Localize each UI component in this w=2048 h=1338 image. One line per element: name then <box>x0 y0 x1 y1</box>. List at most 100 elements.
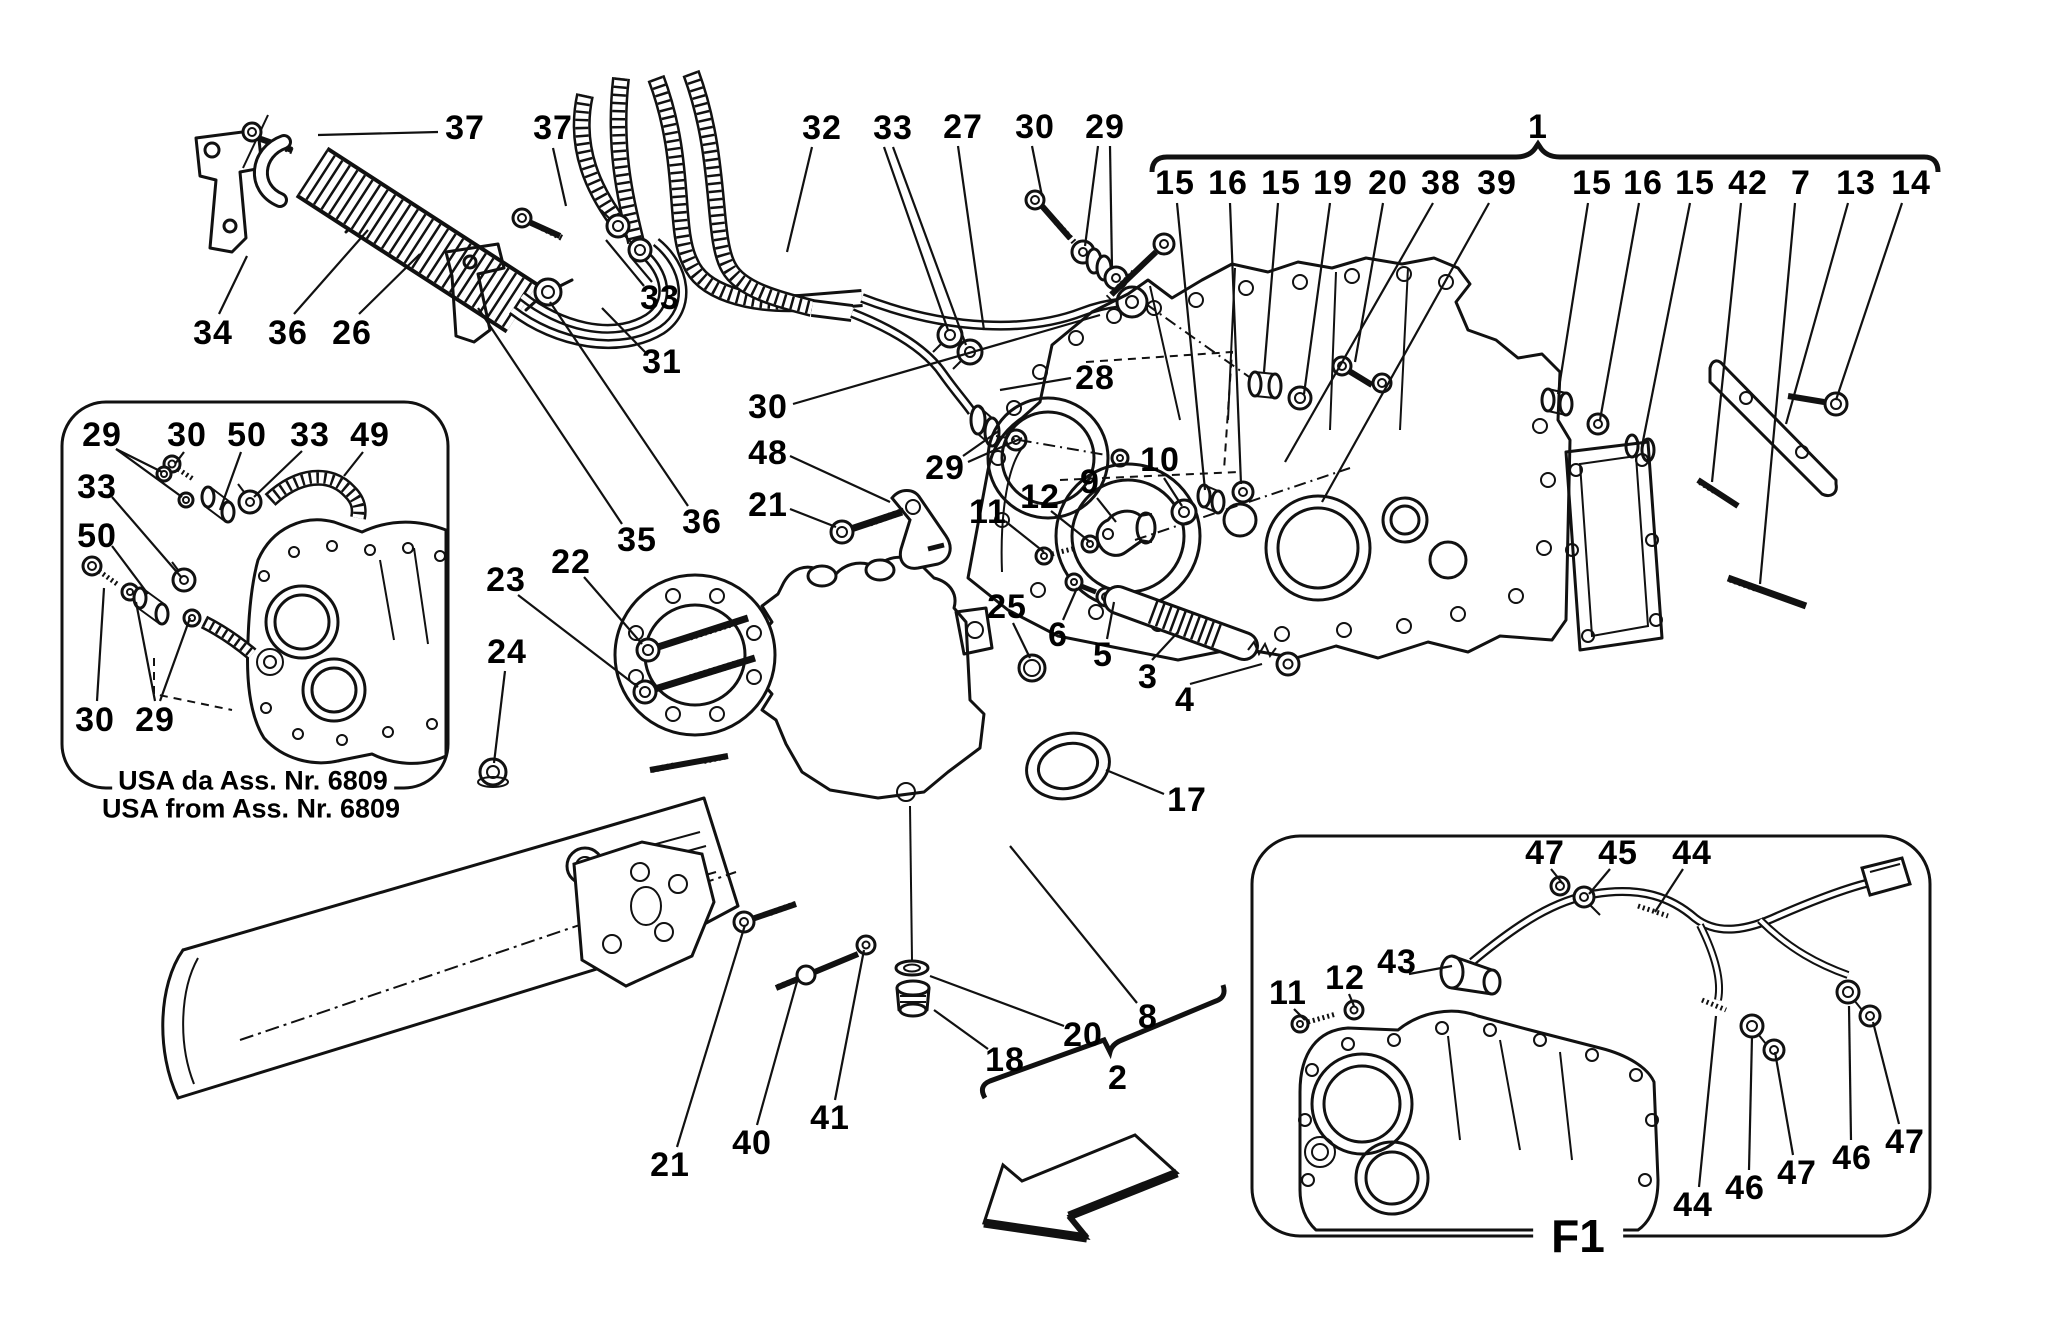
leader-line-27 <box>956 145 986 331</box>
callout-30: 30 <box>748 388 788 426</box>
callout-44: 44 <box>1673 1186 1713 1224</box>
leader-line-35 <box>477 307 623 525</box>
callout-29: 29 <box>135 701 175 739</box>
leader-line-36 <box>549 301 689 507</box>
callout-42: 42 <box>1728 164 1768 202</box>
leader-line-11 <box>1004 520 1045 553</box>
callout-4: 4 <box>1175 681 1195 719</box>
callout-39: 39 <box>1477 164 1517 202</box>
leader-line-11 <box>1293 1008 1306 1021</box>
callout-47: 47 <box>1777 1154 1817 1192</box>
leader-line-29 <box>1083 145 1100 247</box>
callout-15: 15 <box>1261 164 1301 202</box>
callout-8: 8 <box>1138 998 1158 1036</box>
leader-line-16 <box>1228 202 1243 485</box>
leader-line-33 <box>882 146 950 331</box>
leader-line-48 <box>789 455 891 503</box>
leader-line-33 <box>605 239 645 287</box>
nut-24 <box>477 757 509 788</box>
leader-line-29 <box>1108 145 1114 269</box>
pipe-clamp-36b <box>524 277 574 312</box>
brace-group-2 <box>979 984 1227 1100</box>
callout-47: 47 <box>1885 1123 1925 1161</box>
leader-line-44 <box>1654 868 1684 913</box>
callout-18: 18 <box>985 1041 1025 1079</box>
leader-line-26 <box>358 253 421 315</box>
leader-line-20 <box>929 974 1065 1028</box>
leader-line-30 <box>174 451 185 465</box>
callout-31: 31 <box>642 343 682 381</box>
leader-line-5 <box>1105 601 1116 640</box>
callout-32: 32 <box>802 109 842 147</box>
leader-line-15 <box>1262 202 1280 373</box>
banjo-bolt-30b <box>1105 232 1263 387</box>
leader-line-33 <box>891 146 968 346</box>
bolts-22-23 <box>632 614 757 705</box>
callout-12: 12 <box>1020 478 1060 516</box>
callout-16: 16 <box>1623 164 1663 202</box>
callout-37: 37 <box>445 109 485 147</box>
callout-47: 47 <box>1525 834 1565 872</box>
tube-flange-plate <box>572 840 716 988</box>
leader-line-4 <box>1189 662 1263 686</box>
callout-44: 44 <box>1672 834 1712 872</box>
f1-inset-box <box>1250 834 1932 1238</box>
o-ring-25 <box>1017 653 1047 683</box>
stud-7 <box>1726 574 1808 610</box>
banjo-bolt-30a <box>1024 189 1129 291</box>
leader-line-19 <box>1302 202 1332 395</box>
callout-11: 11 <box>969 493 1007 531</box>
callout-41: 41 <box>810 1099 850 1137</box>
callout-12: 12 <box>1325 959 1365 997</box>
callout-50: 50 <box>227 416 267 454</box>
leader-line-29 <box>962 429 1001 457</box>
leader-line-10 <box>1163 477 1183 507</box>
callout-38: 38 <box>1421 164 1461 202</box>
callout-7: 7 <box>1791 164 1811 202</box>
leader-line-29 <box>158 617 192 702</box>
callout-15: 15 <box>1675 164 1715 202</box>
callout-21: 21 <box>748 486 788 524</box>
callout-24: 24 <box>487 633 527 671</box>
leader-line-22 <box>583 576 643 645</box>
callout-19: 19 <box>1313 164 1353 202</box>
callout-30: 30 <box>1015 108 1055 146</box>
callout-25: 25 <box>987 588 1027 626</box>
leader-line-37 <box>317 130 439 137</box>
leader-line-39 <box>1321 202 1490 503</box>
leader-line-6 <box>1061 587 1079 621</box>
callout-16: 16 <box>1208 164 1248 202</box>
callout-3: 3 <box>1138 658 1158 696</box>
leader-line-15 <box>1556 202 1590 395</box>
callout-33: 33 <box>640 279 680 317</box>
leader-line-50 <box>111 545 149 595</box>
leader-line-33 <box>111 496 183 579</box>
side-cover-plate <box>1564 440 1664 652</box>
callout-17: 17 <box>1167 781 1207 819</box>
callout-36: 36 <box>682 503 722 541</box>
leader-line-34 <box>218 255 248 315</box>
cooler-outlet-pipes <box>508 238 688 350</box>
leader-line-7 <box>1758 202 1797 585</box>
callout-40: 40 <box>732 1124 772 1162</box>
leader-line-33 <box>253 450 303 498</box>
bracket-48 <box>890 489 952 570</box>
callout-33: 33 <box>290 416 330 454</box>
callout-23: 23 <box>486 561 526 599</box>
hose-clamps-33 <box>600 209 984 370</box>
leader-line-36 <box>293 229 369 315</box>
f1-inset-label: F1 <box>1533 1213 1623 1259</box>
leader-line-13 <box>1784 202 1850 425</box>
callout-15: 15 <box>1572 164 1612 202</box>
leader-line-30 <box>1030 145 1044 197</box>
callout-20: 20 <box>1368 164 1408 202</box>
support-rail-13 <box>1708 359 1838 498</box>
usa-caption-line1: USA da Ass. Nr. 6809 <box>112 765 394 797</box>
callout-1: 1 <box>1528 108 1548 146</box>
bracket-35 <box>444 242 506 344</box>
leader-line-40 <box>755 977 800 1126</box>
leader-line-20 <box>1353 202 1385 363</box>
